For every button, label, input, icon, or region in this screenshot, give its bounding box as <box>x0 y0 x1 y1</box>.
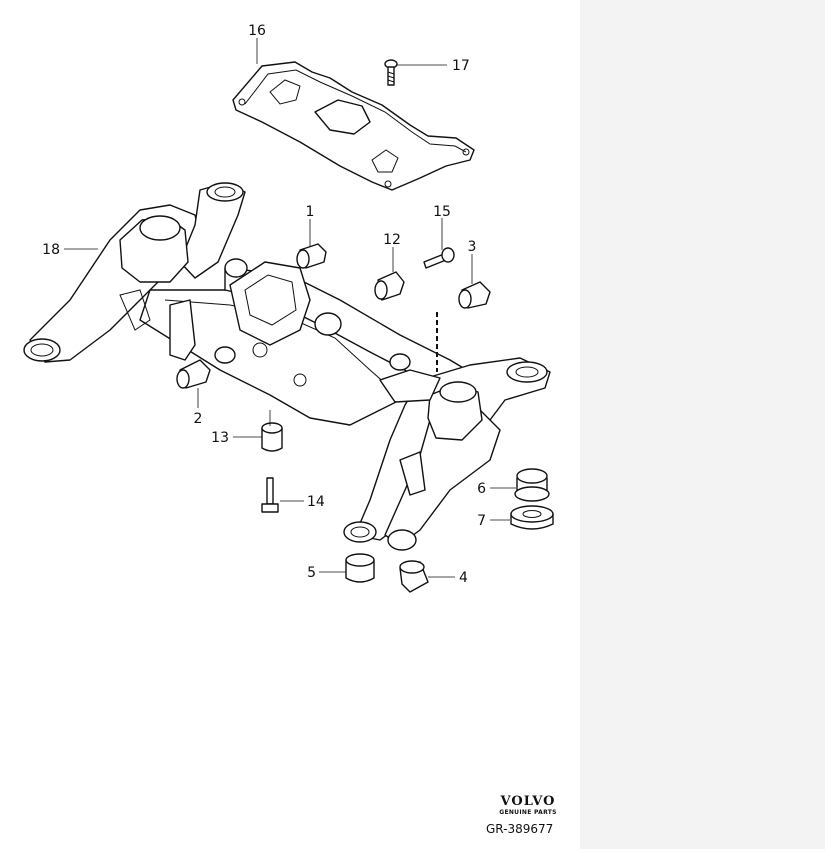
part-5-bushing[interactable] <box>345 553 375 583</box>
document-id: GR-389677 <box>486 822 554 836</box>
subframe[interactable] <box>23 182 551 551</box>
label-part-18: 18 <box>42 242 60 258</box>
part-12-bushing[interactable] <box>374 271 405 301</box>
brand-block: VOLVO GENUINE PARTS <box>490 794 566 816</box>
part-17-bolt[interactable] <box>384 59 398 86</box>
label-part-15: 15 <box>433 204 451 220</box>
part-4-bushing[interactable] <box>399 560 429 593</box>
part-13-sleeve[interactable] <box>261 422 283 452</box>
label-part-17: 17 <box>452 58 470 74</box>
part-1-bushing[interactable] <box>296 243 327 269</box>
label-part-12: 12 <box>383 232 401 248</box>
label-part-14: 14 <box>307 494 325 510</box>
label-part-2: 2 <box>194 411 203 427</box>
brand-logo: VOLVO <box>500 794 556 809</box>
right-margin <box>580 0 825 849</box>
part-15-bolt[interactable] <box>423 247 455 269</box>
part-14-bolt[interactable] <box>261 477 279 513</box>
part-6-bushing[interactable] <box>514 468 550 502</box>
part-labels: 16 17 1 15 12 3 18 2 13 14 6 7 5 4 <box>42 23 486 586</box>
label-part-6: 6 <box>477 481 486 497</box>
diagram-svg: 16 17 1 15 12 3 18 2 13 14 6 7 5 4 <box>23 23 554 593</box>
label-part-4: 4 <box>459 570 468 586</box>
part-16-plate[interactable] <box>232 61 475 191</box>
label-part-7: 7 <box>477 513 486 529</box>
brand-subtitle: GENUINE PARTS <box>499 809 557 816</box>
label-part-5: 5 <box>307 565 316 581</box>
part-7-washer[interactable] <box>510 505 554 530</box>
label-part-1: 1 <box>306 204 315 220</box>
label-part-3: 3 <box>468 239 477 255</box>
part-2-bushing[interactable] <box>176 359 211 389</box>
label-part-16: 16 <box>248 23 266 39</box>
parts-diagram: 16 17 1 15 12 3 18 2 13 14 6 7 5 4 <box>23 23 554 593</box>
part-3-bushing[interactable] <box>458 281 491 309</box>
leader-lines <box>64 38 516 578</box>
label-part-13: 13 <box>211 430 229 446</box>
